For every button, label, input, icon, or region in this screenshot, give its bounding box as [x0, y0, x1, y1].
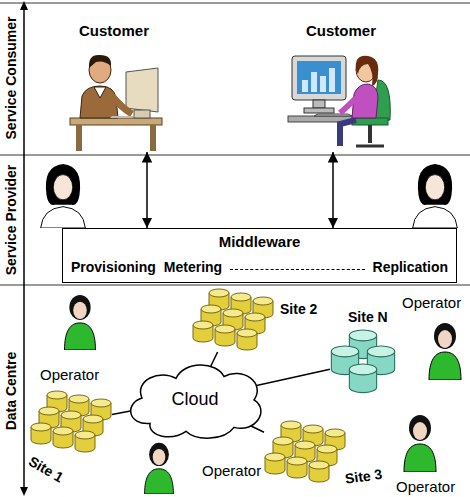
connector [211, 352, 218, 367]
customer-man-icon [70, 55, 162, 151]
band-label: Data Centre [3, 352, 19, 431]
operator-icon [404, 415, 436, 472]
operator-icon [429, 323, 461, 380]
middleware-box: MiddlewareProvisioning Metering Replicatio… [62, 228, 457, 283]
site-label: Site 1 [26, 453, 67, 486]
customer-figure: Customer [285, 22, 397, 152]
function-label: Metering [164, 259, 222, 276]
connector [112, 410, 133, 414]
axis-arrow [20, 1, 28, 496]
customer-figure: Customer [62, 22, 166, 152]
site-label: Site 3 [344, 466, 383, 488]
server-cluster [193, 289, 273, 350]
cloud-shape: Cloud [120, 355, 270, 443]
operator-label: Operator [40, 367, 99, 383]
customer-woman-icon [288, 56, 390, 146]
site-cluster: Site 2 [192, 288, 274, 352]
operator-icon [145, 443, 174, 494]
provider-icon [41, 164, 86, 228]
server-cluster [331, 330, 394, 393]
provider-icon [413, 164, 458, 228]
layer-band: MiddlewareProvisioning Metering Replicatio… [0, 155, 470, 285]
function-label: Provisioning [71, 259, 156, 276]
site-label: Site 2 [280, 301, 317, 318]
band-label: Service Consumer [3, 16, 19, 139]
connector [146, 152, 148, 228]
band-label: Service Provider [3, 165, 19, 276]
site-cluster: Site 3 [264, 420, 346, 484]
operator-label: Operator [396, 479, 455, 495]
connector [256, 369, 330, 385]
site-label: Site N [348, 309, 388, 326]
server-cluster [31, 391, 111, 452]
connector [332, 152, 334, 228]
dashed-line [230, 269, 364, 270]
server-cluster [265, 421, 345, 482]
function-label: Replication [373, 259, 448, 276]
customer-label: Customer [79, 22, 149, 40]
layer-band: Customer Customer Service Consumer [0, 0, 470, 155]
cloud-label: Cloud [171, 389, 218, 410]
operator-icon [65, 295, 96, 350]
operator-label: Operator [402, 295, 461, 311]
site-cluster: Site 1 [30, 390, 112, 454]
operator-label: Operator [202, 463, 261, 479]
middleware-title: Middleware [219, 232, 301, 251]
customer-label: Customer [306, 22, 376, 40]
site-cluster: Site N [330, 328, 396, 396]
band-divider [0, 3, 470, 285]
